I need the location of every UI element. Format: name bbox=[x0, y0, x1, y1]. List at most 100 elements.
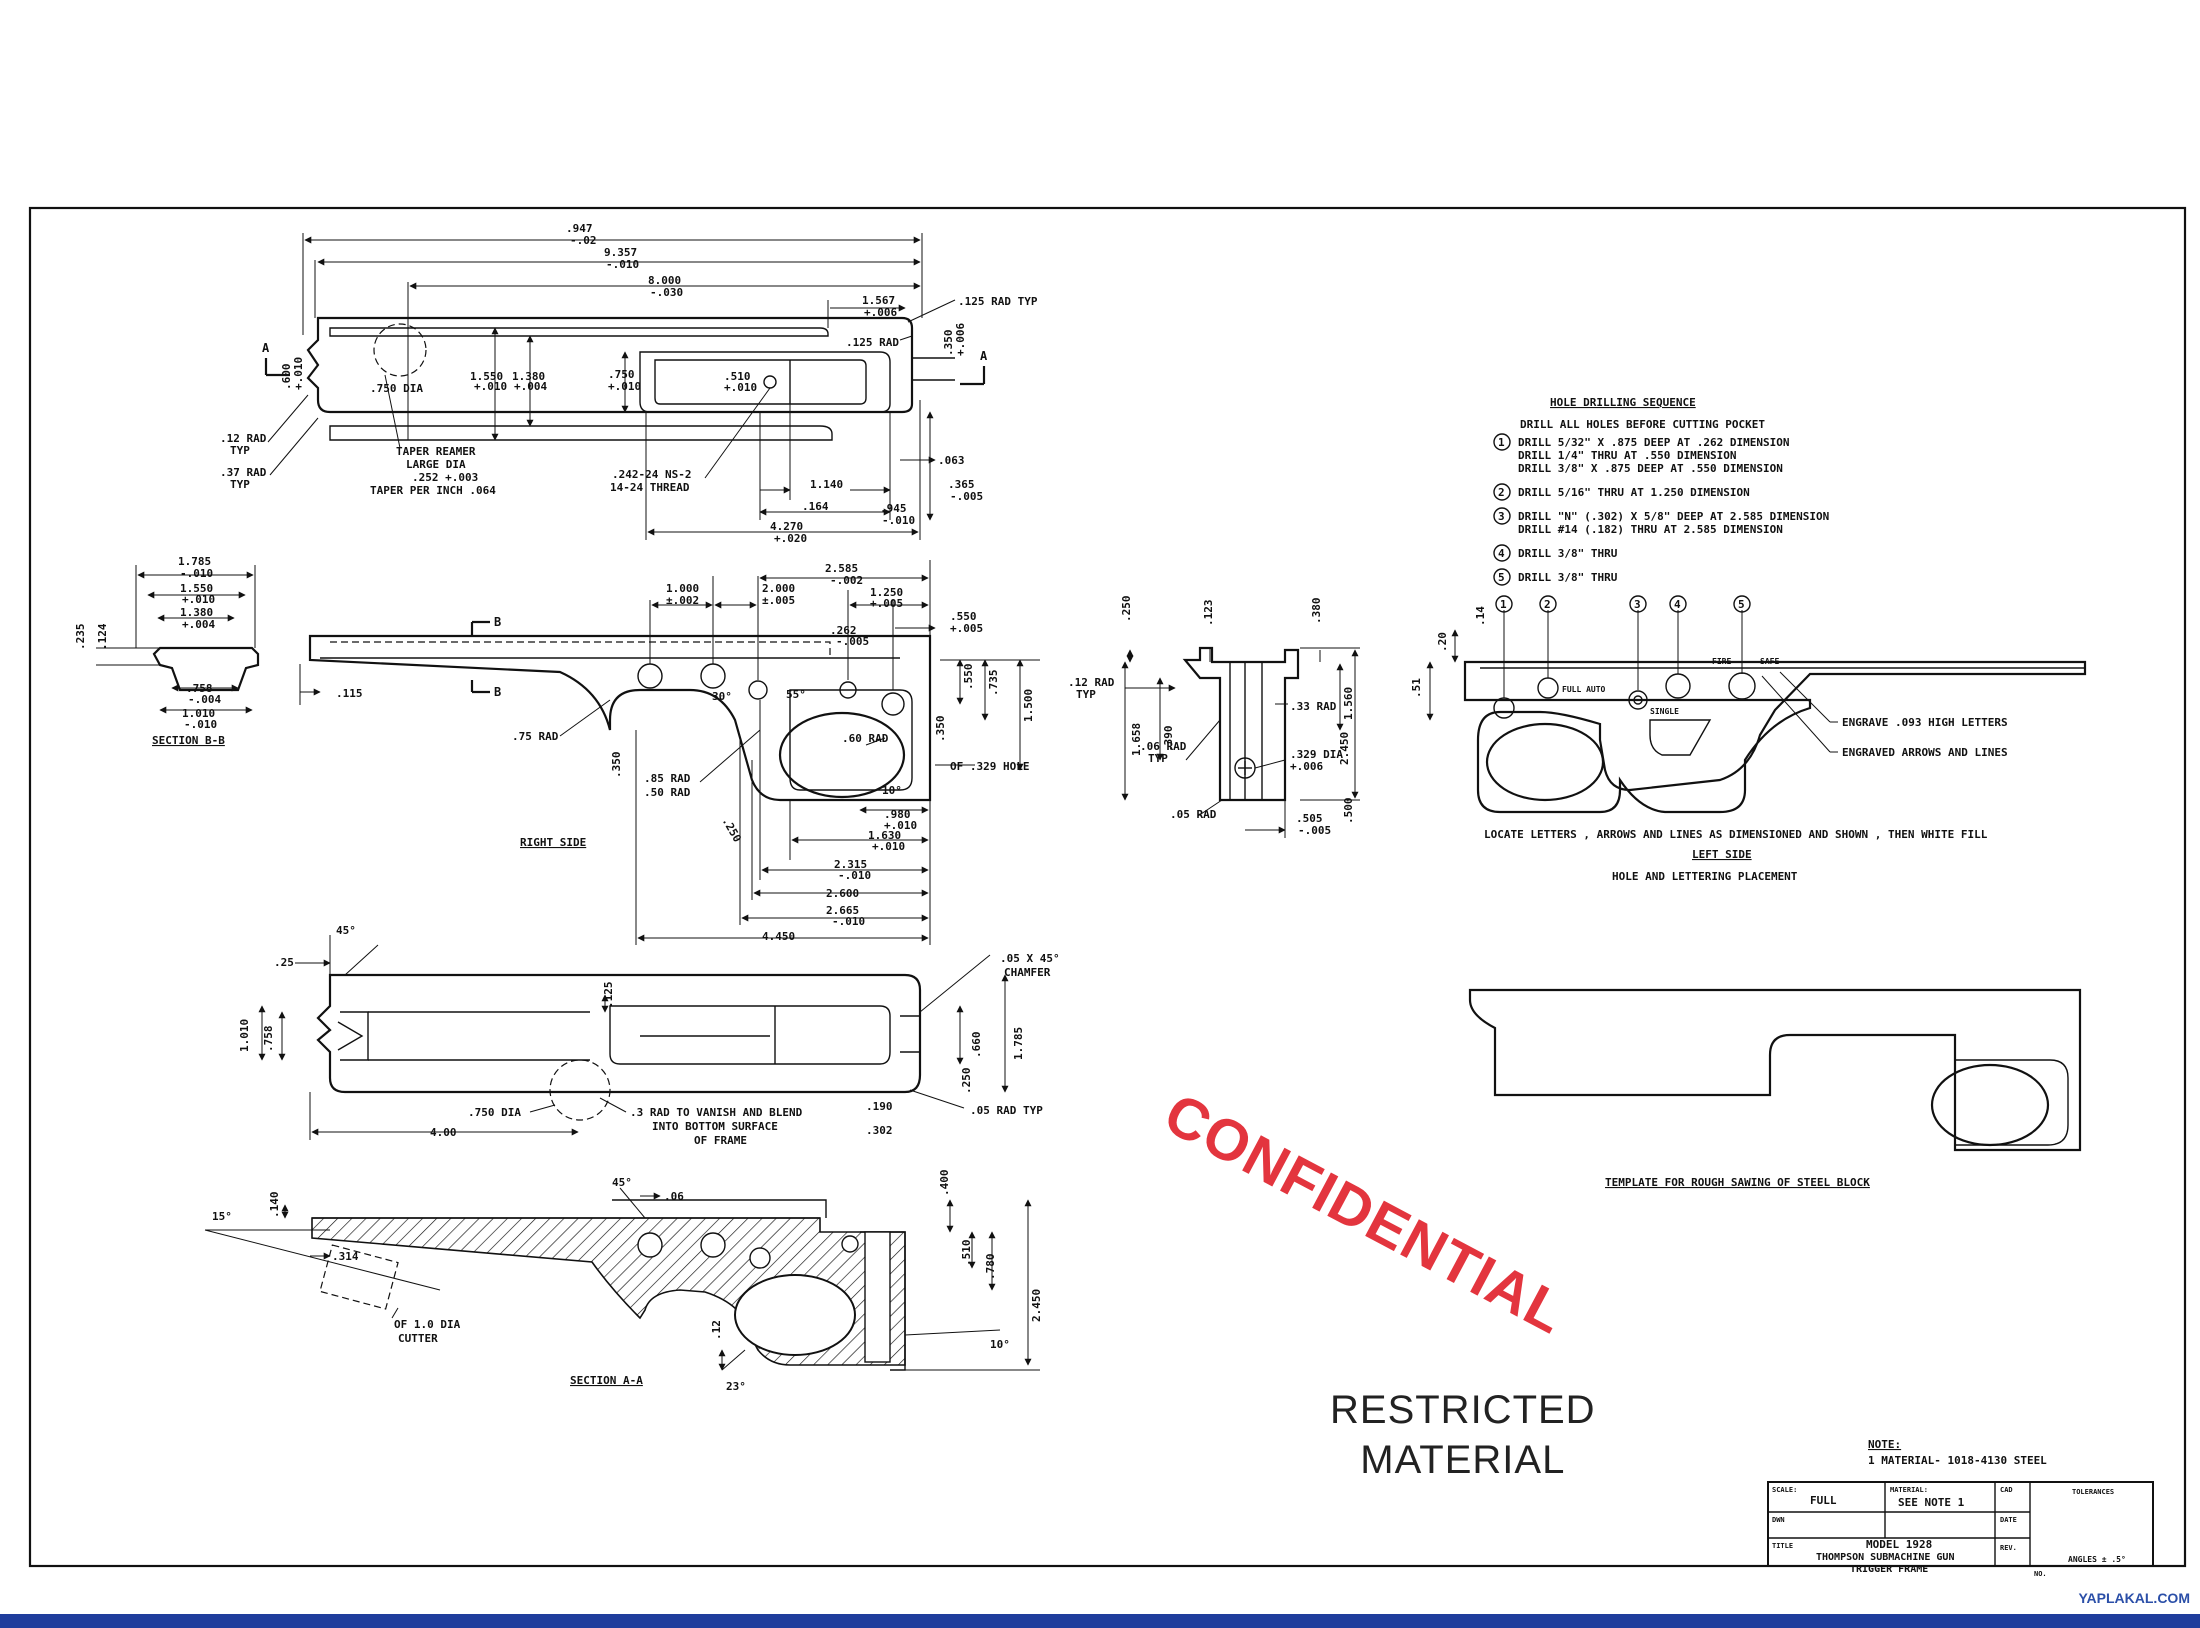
label-bv-vanish1: .3 RAD TO VANISH AND BLEND bbox=[630, 1106, 803, 1119]
label-750-dia: .750 DIA bbox=[370, 382, 423, 395]
dim-aa-06: .06 bbox=[664, 1190, 684, 1203]
label-ev-05-rad: .05 RAD bbox=[1170, 808, 1217, 821]
dim-rs-2315-tol: -.010 bbox=[838, 869, 871, 882]
dim-ev-1658: 1.658 bbox=[1130, 723, 1143, 756]
tb-title-line3: TRIGGER FRAME bbox=[1850, 1564, 1928, 1575]
dim-750-tol: +.010 bbox=[608, 380, 641, 393]
label-thread-size: 14-24 THREAD bbox=[610, 481, 690, 494]
tb-tolerances-label: TOLERANCES bbox=[2072, 1488, 2114, 1496]
dim-ls-14: .14 bbox=[1474, 606, 1487, 626]
dim-rs-980: .980 bbox=[884, 808, 911, 821]
dim-ev-380: .380 bbox=[1310, 598, 1323, 625]
angle-rs-55: 55° bbox=[786, 688, 806, 701]
hole-step-line: DRILL 5/32" X .875 DEEP AT .262 DIMENSIO… bbox=[1518, 436, 1790, 449]
bottom-blue-bar bbox=[0, 1614, 2200, 1628]
dim-rs-262: .262 bbox=[830, 624, 857, 637]
dim-ev-2450: 2.450 bbox=[1338, 732, 1351, 765]
dim-bb-1380-tol: +.004 bbox=[182, 618, 215, 631]
dim-bb-235: .235 bbox=[74, 624, 87, 651]
dim-rs-1000: 1.000 bbox=[666, 582, 699, 595]
dim-rs-2315: 2.315 bbox=[834, 858, 867, 871]
label-bv-750-dia: .750 DIA bbox=[468, 1106, 521, 1119]
dim-bv-1785: 1.785 bbox=[1012, 1027, 1025, 1060]
svg-text:4: 4 bbox=[1674, 598, 1681, 611]
dim-ev-1560: 1.560 bbox=[1342, 687, 1355, 720]
tb-material-value: SEE NOTE 1 bbox=[1898, 1496, 1965, 1509]
notes: NOTE: 1 MATERIAL- 1018-4130 STEEL bbox=[1868, 1438, 2047, 1467]
label-rs-50-rad: .50 RAD bbox=[644, 786, 691, 799]
restricted-material-stamp: RESTRICTED MATERIAL bbox=[1330, 1385, 1596, 1485]
label-taper-reamer: TAPER REAMER bbox=[396, 445, 476, 458]
angle-aa-45: 45° bbox=[612, 1176, 632, 1189]
dim-ev-505-tol: -.005 bbox=[1298, 824, 1331, 837]
dim-rs-2600: 2.600 bbox=[826, 887, 859, 900]
dim-rs-1250-tol: +.005 bbox=[870, 597, 903, 610]
dim-rs-350b: .350 bbox=[934, 716, 947, 743]
dim-945-tol: -.010 bbox=[882, 514, 915, 527]
balloon-1: 1 bbox=[1495, 595, 1513, 613]
dim-bb-1380: 1.380 bbox=[180, 606, 213, 619]
note-line-1: 1 MATERIAL- 1018-4130 STEEL bbox=[1868, 1454, 2047, 1467]
dim-063: .063 bbox=[938, 454, 965, 467]
dim-4270-tol: +.020 bbox=[774, 532, 807, 545]
label-ev-06-rad-typ: TYP bbox=[1148, 752, 1168, 765]
dim-bb-1550-tol: +.010 bbox=[182, 593, 215, 606]
label-bv-05-rad-typ: .05 RAD TYP bbox=[970, 1104, 1043, 1117]
bottom-view: 45° .25 1.010 .758 .125 .05 X 45° CHAMFE… bbox=[238, 924, 1060, 1147]
section-mark-a-left: A bbox=[262, 341, 270, 355]
dim-rs-550-tol: +.005 bbox=[950, 622, 983, 635]
dim-ev-505: .505 bbox=[1296, 812, 1323, 825]
balloon-3: 3 bbox=[1629, 595, 1647, 613]
dim-bv-190: .190 bbox=[866, 1100, 893, 1113]
dim-bb-124: .124 bbox=[96, 623, 109, 650]
label-125-rad-typ: .125 RAD TYP bbox=[958, 295, 1038, 308]
dim-947-tol: -.02 bbox=[570, 234, 597, 247]
tb-scale-label: SCALE: bbox=[1772, 1486, 1797, 1494]
label-thread-spec: .242-24 NS-2 bbox=[612, 468, 691, 481]
tb-title-line1: MODEL 1928 bbox=[1866, 1538, 1932, 1551]
section-a-a-view: 15° .140 45° .06 .400 .314 OF 1.0 DIA CU… bbox=[204, 1170, 1043, 1393]
dim-ls-51: .51 bbox=[1410, 678, 1423, 698]
dim-bb-1785: 1.785 bbox=[178, 555, 211, 568]
tb-angles-label: ANGLES ± .5° bbox=[2068, 1555, 2126, 1564]
dim-rs-1000-tol: ±.002 bbox=[666, 594, 699, 607]
hole-drilling-sequence: HOLE DRILLING SEQUENCE DRILL ALL HOLES B… bbox=[1493, 396, 1829, 586]
label-taper-per-inch: TAPER PER INCH .064 bbox=[370, 484, 496, 497]
sheet-border bbox=[28, 206, 2187, 1568]
label-ev-329-dia: .329 DIA bbox=[1290, 748, 1343, 761]
sawing-template: TEMPLATE FOR ROUGH SAWING OF STEEL BLOCK bbox=[1468, 988, 2082, 1189]
hole-step-line: DRILL 3/8" THRU bbox=[1518, 571, 1618, 584]
tb-rev-label: REV. bbox=[2000, 1544, 2017, 1552]
dim-rs-1630-tol: +.010 bbox=[872, 840, 905, 853]
hole-step-line: DRILL 3/8" THRU bbox=[1518, 547, 1618, 560]
hole-step-line: DRILL "N" (.302) X 5/8" DEEP AT 2.585 DI… bbox=[1518, 510, 1829, 523]
label-bv-vanish3: OF FRAME bbox=[694, 1134, 747, 1147]
label-125-rad: .125 RAD bbox=[846, 336, 899, 349]
dim-rs-2585: 2.585 bbox=[825, 562, 858, 575]
tb-no-label: NO. bbox=[2034, 1570, 2047, 1578]
hole-step-line: DRILL #14 (.182) THRU AT 2.585 DIMENSION bbox=[1518, 523, 1783, 536]
label-bv-chamfer: CHAMFER bbox=[1004, 966, 1051, 979]
dim-rs-1630: 1.630 bbox=[868, 829, 901, 842]
dim-510-tol: +.010 bbox=[724, 381, 757, 394]
label-12-rad: .12 RAD bbox=[220, 432, 267, 445]
dim-750: .750 bbox=[608, 368, 635, 381]
dim-rs-550b: .550 bbox=[962, 664, 975, 691]
section-a-a-title: SECTION A-A bbox=[570, 1374, 643, 1387]
hole-sequence-subheading: DRILL ALL HOLES BEFORE CUTTING POCKET bbox=[1520, 418, 1765, 431]
dim-1550: 1.550 bbox=[470, 370, 503, 383]
note-heading: NOTE: bbox=[1868, 1438, 1901, 1451]
dim-rs-2585-tol: -.002 bbox=[830, 574, 863, 587]
dim-bb-1010: 1.010 bbox=[182, 707, 215, 720]
dim-bb-758-tol: -.004 bbox=[188, 693, 221, 706]
dim-rs-350: .350 bbox=[610, 752, 623, 779]
dim-rs-980-tol: +.010 bbox=[884, 819, 917, 832]
tb-material-label: MATERIAL: bbox=[1890, 1486, 1928, 1494]
label-37-rad: .37 RAD bbox=[220, 466, 267, 479]
dim-bb-1010-tol: -.010 bbox=[184, 718, 217, 731]
